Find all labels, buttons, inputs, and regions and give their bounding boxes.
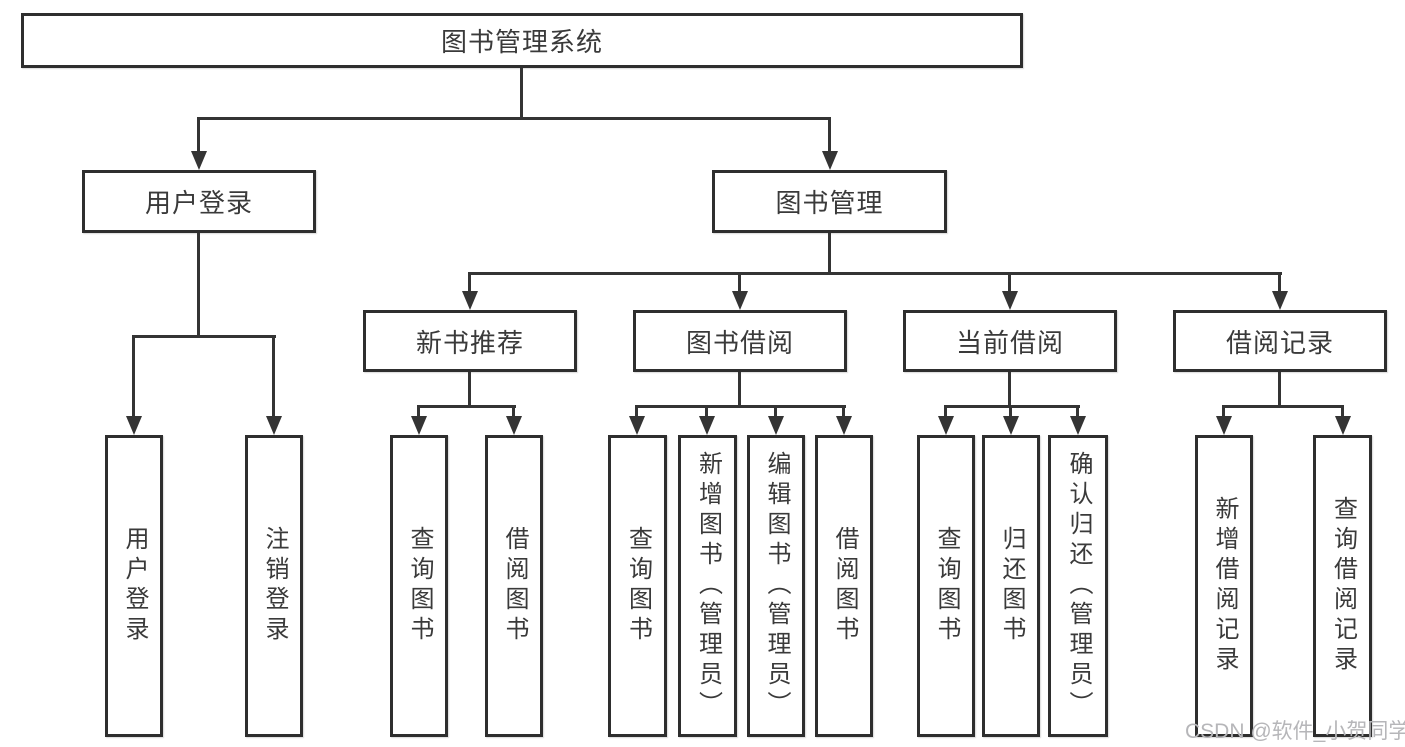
arrow-down-icon: [1002, 291, 1018, 310]
node-label: 新增借阅记录: [1211, 496, 1238, 676]
arrow-down-icon: [191, 151, 207, 170]
node-label: 借阅记录: [1225, 327, 1334, 358]
connector-group-splitter: [944, 405, 1080, 408]
connector-leaf-drop: [417, 405, 420, 419]
connector-leaf-drop: [1222, 405, 1225, 419]
arrow-down-icon: [1335, 416, 1351, 435]
node-label: 查询图书: [624, 526, 652, 646]
connector-book-mgmt-drop: [828, 117, 831, 154]
node-new-book-recommendation: 新书推荐: [363, 310, 577, 372]
node-borrowing-records: 借阅记录: [1173, 310, 1387, 372]
node-label: 借阅图书: [831, 526, 858, 646]
leaf-return-book: 归还图书: [982, 435, 1040, 737]
arrow-down-icon: [938, 416, 954, 435]
node-label: 新书推荐: [415, 327, 524, 358]
node-label: 查询图书: [406, 526, 433, 646]
arrow-down-icon: [506, 416, 522, 435]
node-label: 新增图书（管理员）: [694, 451, 722, 721]
arrow-down-icon: [1070, 416, 1086, 435]
connector-leaf-drop: [272, 335, 275, 419]
node-label: 用户登录: [144, 188, 253, 218]
node-label: 归还图书: [998, 526, 1025, 646]
connector-leaf-drop: [1076, 405, 1079, 419]
connector-level3-splitter: [468, 272, 1282, 275]
leaf-borrow-books: 借阅图书: [815, 435, 873, 737]
connector-user-login-drop: [197, 117, 200, 154]
arrow-down-icon: [836, 416, 852, 435]
arrow-down-icon: [768, 416, 784, 435]
connector-group-stem: [1008, 372, 1011, 407]
node-root: 图书管理系统: [21, 13, 1023, 68]
node-label: 用户登录: [121, 526, 148, 646]
node-label: 确认归还（管理员）: [1065, 451, 1092, 721]
leaf-query-books-current: 查询图书: [917, 435, 975, 737]
connector-group-stem: [1278, 372, 1281, 407]
node-label: 查询图书: [933, 526, 960, 646]
arrow-down-icon: [126, 416, 142, 435]
connector-level2-splitter: [197, 117, 831, 120]
connector-leaf-drop: [1009, 405, 1012, 419]
node-label: 查询借阅记录: [1329, 496, 1357, 676]
connector-leaf-drop: [774, 405, 777, 419]
leaf-logout: 注销登录: [245, 435, 303, 737]
connector-leaf-drop: [635, 405, 638, 419]
leaf-add-book-admin: 新增图书（管理员）: [678, 435, 737, 737]
connector-group-stem: [738, 372, 741, 407]
node-label: 编辑图书（管理员）: [763, 451, 790, 721]
watermark: CSDN @软件_小贺同学: [1185, 720, 1405, 743]
connector-group-splitter: [1222, 405, 1344, 408]
connector-group-drop: [1278, 272, 1281, 294]
arrow-down-icon: [1003, 416, 1019, 435]
arrow-down-icon: [266, 416, 282, 435]
connector-leaf-drop: [1341, 405, 1344, 419]
node-user-login: 用户登录: [82, 170, 316, 233]
arrow-down-icon: [411, 416, 427, 435]
connector-leaf-drop: [705, 405, 708, 419]
node-book-management: 图书管理: [712, 170, 947, 233]
connector-leaf-drop: [842, 405, 845, 419]
connector-group-drop: [1008, 272, 1011, 294]
leaf-user-login: 用户登录: [105, 435, 163, 737]
node-label: 借阅图书: [501, 526, 528, 646]
leaf-query-books-recommend: 查询图书: [390, 435, 448, 737]
leaf-edit-book-admin: 编辑图书（管理员）: [747, 435, 805, 737]
leaf-query-books-borrow: 查询图书: [608, 435, 667, 737]
connector-user-login-splitter: [133, 335, 276, 338]
arrow-down-icon: [462, 291, 478, 310]
node-label: 图书借阅: [685, 327, 794, 358]
connector-book-mgmt-stem: [828, 233, 831, 274]
node-label: 当前借阅: [955, 327, 1064, 358]
connector-leaf-drop: [512, 405, 515, 419]
connector-leaf-drop: [944, 405, 947, 419]
connector-group-splitter: [417, 405, 516, 408]
node-current-borrowing: 当前借阅: [903, 310, 1117, 372]
arrow-down-icon: [629, 416, 645, 435]
connector-group-drop: [468, 272, 471, 294]
leaf-confirm-return-admin: 确认归还（管理员）: [1048, 435, 1108, 737]
connector-leaf-drop: [132, 335, 135, 419]
leaf-borrow-books-recommend: 借阅图书: [485, 435, 543, 737]
leaf-add-borrow-record: 新增借阅记录: [1195, 435, 1253, 737]
node-book-borrowing: 图书借阅: [633, 310, 847, 372]
connector-root-stem: [520, 68, 523, 118]
connector-user-login-stem: [197, 233, 200, 335]
connector-group-splitter: [635, 405, 846, 408]
node-label: 注销登录: [261, 526, 288, 646]
connector-group-stem: [468, 372, 471, 407]
arrow-down-icon: [699, 416, 715, 435]
arrow-down-icon: [732, 291, 748, 310]
node-label: 图书管理: [775, 188, 884, 218]
leaf-query-borrow-record: 查询借阅记录: [1313, 435, 1372, 737]
arrow-down-icon: [1272, 291, 1288, 310]
connector-group-drop: [738, 272, 741, 294]
arrow-down-icon: [822, 151, 838, 170]
node-label: 图书管理系统: [440, 27, 603, 57]
arrow-down-icon: [1216, 416, 1232, 435]
